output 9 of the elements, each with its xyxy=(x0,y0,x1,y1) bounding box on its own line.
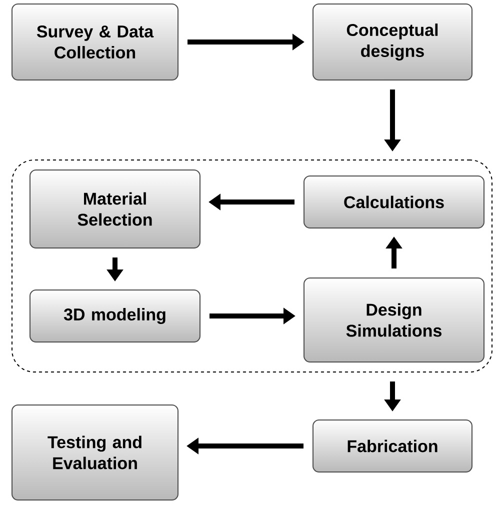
process-box: Material Selection xyxy=(30,170,200,248)
process-box: Calculations xyxy=(304,176,484,228)
dashed-group-box xyxy=(12,160,492,372)
process-box: Testing and Evaluation xyxy=(12,404,178,500)
process-box: 3D modeling xyxy=(30,290,200,342)
process-box: Design Simulations xyxy=(304,278,484,362)
process-box: Conceptual designs xyxy=(312,4,472,80)
process-box: Survey & Data Collection xyxy=(12,4,178,80)
process-box: Fabrication xyxy=(312,420,472,472)
